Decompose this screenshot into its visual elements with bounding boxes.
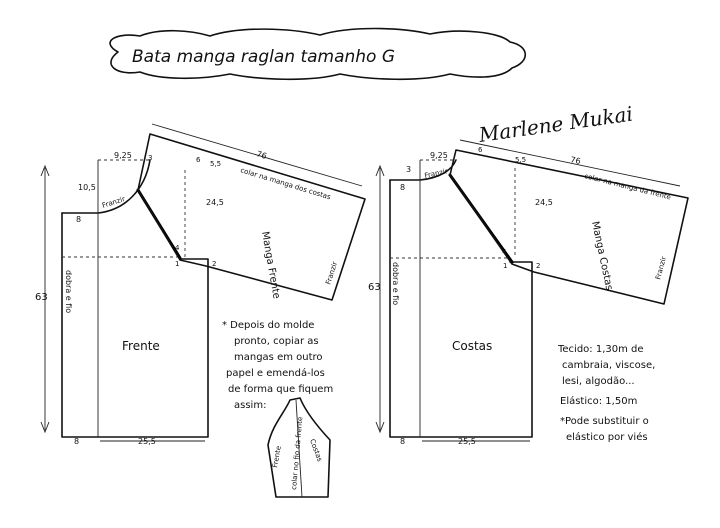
inset-front: Frente xyxy=(271,445,283,468)
front-small-3: 3 xyxy=(148,154,152,162)
signature: Marlene Mukai xyxy=(476,102,634,147)
back-neck-width: 9,25 xyxy=(430,151,448,160)
back-shoulder-left: 8 xyxy=(400,183,405,192)
front-small-1: 1 xyxy=(175,260,179,268)
back-sleeve-franzir: Franzir xyxy=(654,256,668,281)
front-small-55: 5,5 xyxy=(210,160,221,168)
back-bottom-left: 8 xyxy=(400,437,405,446)
sleeve-note-line-3: mangas em outro xyxy=(234,352,323,363)
page-title: Bata manga raglan tamanho G xyxy=(132,47,395,67)
back-fold-label: dobra e fio xyxy=(391,262,400,305)
front-sleeve-label: Manga Frente xyxy=(259,231,282,300)
front-sleeve xyxy=(137,123,366,301)
front-bottom-width: 25,5 xyxy=(138,437,156,446)
sleeve-note-line-1: * Depois do molde xyxy=(222,320,314,331)
front-piece-label: Frente xyxy=(122,339,160,353)
front-armhole-depth: 24,5 xyxy=(206,198,224,207)
back-neck-drop: 3 xyxy=(406,165,411,174)
front-shoulder-left: 8 xyxy=(76,215,81,224)
materials-note: Tecido: 1,30m de cambraia, viscose, lesi… xyxy=(557,344,655,443)
materials-tecido-1: Tecido: 1,30m de xyxy=(557,344,644,355)
back-height: 63 xyxy=(368,282,381,293)
front-small-2: 2 xyxy=(212,260,216,268)
front-franzir-neck: Franzir xyxy=(101,195,126,210)
materials-tecido-3: lesi, algodão... xyxy=(562,376,635,387)
front-sleeve-franzir: Franzir xyxy=(324,261,339,286)
sleeve-note-line-2: pronto, copiar as xyxy=(234,336,319,347)
front-small-4: 4 xyxy=(175,244,180,252)
back-bottom-width: 25,5 xyxy=(458,437,476,446)
sleeve-note-line-5: de forma que fiquem xyxy=(228,384,333,395)
inset-back: Costas xyxy=(308,438,324,463)
title-cloud xyxy=(109,27,527,81)
back-sleeve-length: 76 xyxy=(570,155,582,166)
front-sleeve-length: 76 xyxy=(255,149,267,161)
back-sleeve xyxy=(449,139,689,305)
back-sleeve-top-note: colar na manga da frente xyxy=(584,172,672,201)
sleeve-note: * Depois do molde pronto, copiar as mang… xyxy=(222,320,333,411)
materials-note-1: *Pode substituir o xyxy=(560,416,649,427)
back-piece-label: Costas xyxy=(452,339,492,353)
back-sleeve-label: Manga Costas xyxy=(589,220,614,291)
front-sleeve-top-note: colar na manga dos costas xyxy=(239,166,332,201)
materials-elastico: Elástico: 1,50m xyxy=(560,395,637,407)
front-height: 63 xyxy=(35,292,48,303)
back-small-55: 5,5 xyxy=(515,156,526,164)
sleeve-note-line-4: papel e emendá-los xyxy=(226,367,325,379)
back-armhole-depth: 24,5 xyxy=(535,198,553,207)
front-bottom-left: 8 xyxy=(74,437,79,446)
materials-tecido-2: cambraia, viscose, xyxy=(562,360,655,371)
front-neck-width: 9,25 xyxy=(114,151,132,160)
back-small-6: 6 xyxy=(478,146,483,154)
materials-note-2: elástico por viés xyxy=(566,431,648,443)
inset-fold: colar no fio da frente xyxy=(290,416,304,490)
sleeve-note-line-6: assim: xyxy=(234,400,266,411)
back-franzir-neck: Franzir xyxy=(424,167,449,180)
inset-sleeve xyxy=(267,397,331,498)
front-small-6: 6 xyxy=(196,156,201,164)
front-neck-drop: 10,5 xyxy=(78,183,96,192)
back-small-2: 2 xyxy=(536,262,540,270)
front-fold-label: dobra e fio xyxy=(64,270,73,313)
back-small-1: 1 xyxy=(503,262,507,270)
